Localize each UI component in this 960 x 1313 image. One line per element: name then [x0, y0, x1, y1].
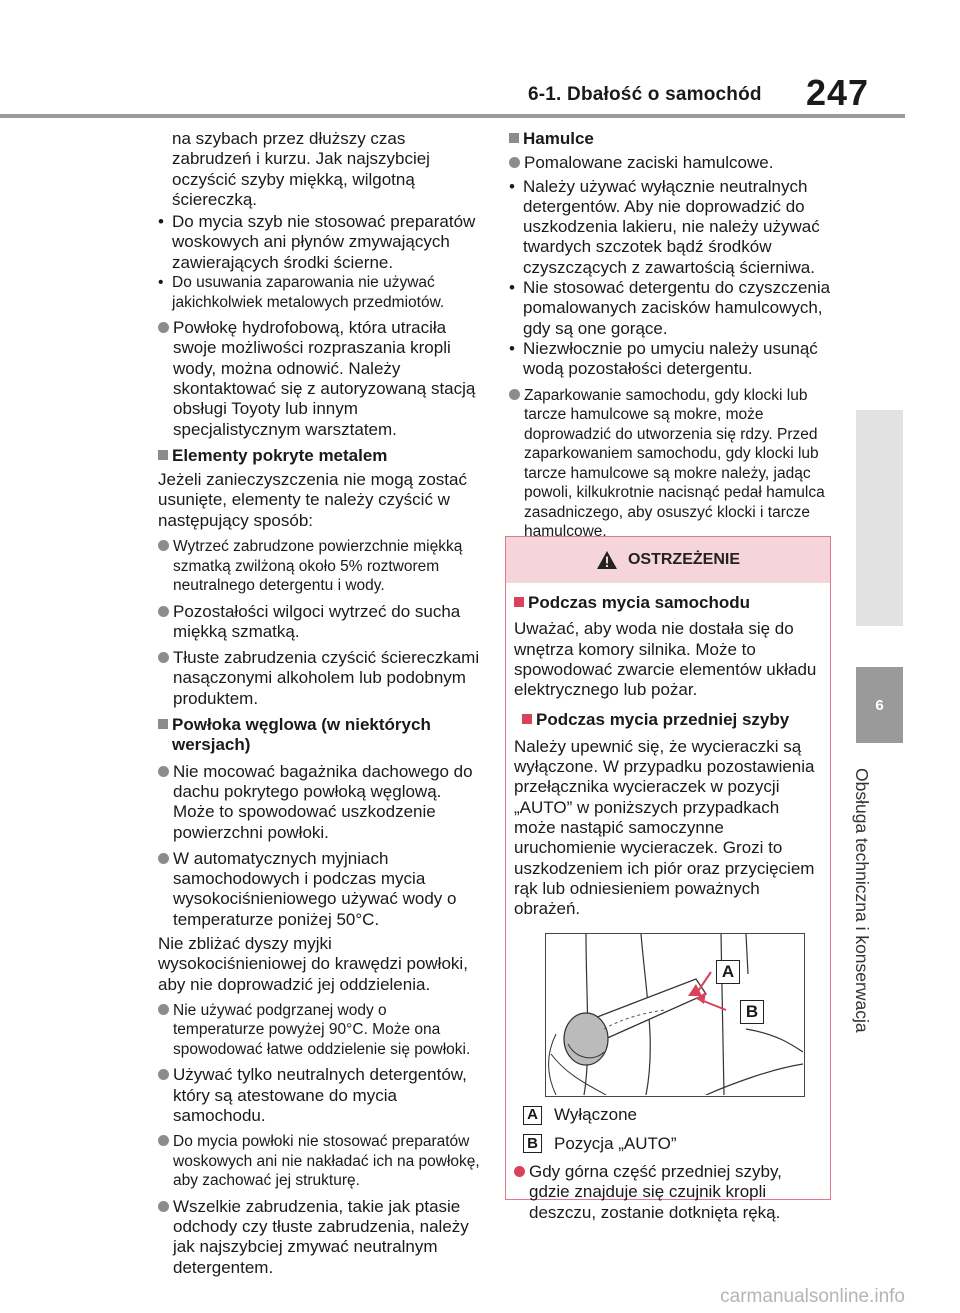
left-column: na szybach przez dłuższy czas zabrudzeń … — [158, 129, 480, 1281]
bullet-item: •Nie stosować detergentu do czyszczenia … — [509, 278, 831, 338]
bullet-dot-icon — [158, 652, 169, 664]
bullet-dot-icon — [158, 1200, 169, 1212]
warning-heading: Podczas mycia przedniej szyby — [514, 710, 823, 730]
square-marker-icon — [158, 449, 168, 460]
paragraph: na szybach przez dłuższy czas zabrudzeń … — [172, 129, 430, 209]
square-marker-icon — [158, 719, 168, 730]
bullet-dot-icon — [158, 1069, 169, 1081]
square-marker-icon — [522, 714, 532, 725]
header-rule — [0, 114, 905, 118]
label-b: B — [740, 1000, 764, 1025]
footer-watermark: carmanualsonline.info — [720, 1286, 905, 1307]
square-marker-icon — [509, 133, 519, 143]
paragraph: Nie zbliżać dyszy myjki wysokociśnieniow… — [158, 934, 468, 994]
bullet-dot-icon — [158, 1003, 169, 1015]
legend-text-a: Wyłączone — [554, 1105, 637, 1125]
bullet-item: •Należy używać wyłącznie neutralnych det… — [509, 176, 820, 277]
legend-text-b: Pozycja „AUTO” — [554, 1133, 677, 1153]
heading: Hamulce — [509, 129, 834, 149]
page-number: 247 — [806, 72, 870, 113]
bullet-item: •Do mycia szyb nie stosować preparatów w… — [158, 212, 476, 272]
chapter-number-tab: 6 — [856, 667, 903, 743]
legend-item-b: B Pozycja „AUTO” — [523, 1134, 823, 1154]
section-title: 6-1. Dbałość o samochód — [528, 84, 762, 105]
list-item: Do mycia powłoki nie stosować preparatów… — [158, 1132, 480, 1191]
list-item: Nie mocować bagażnika dachowego do dachu… — [158, 762, 480, 843]
warning-heading: Podczas mycia samochodu — [514, 593, 823, 613]
warning-header: OSTRZEŻENIE — [506, 537, 830, 583]
list-item: Nie używać podgrzanej wody o temperaturz… — [158, 1001, 480, 1060]
bullet-dot-icon — [158, 852, 169, 864]
list-item: Wszelkie zabrudzenia, takie jak ptasie o… — [158, 1197, 480, 1278]
list-item: Pomalowane zaciski hamulcowe. — [509, 153, 834, 173]
bullet-dot-icon — [509, 157, 520, 169]
list-item: Wytrzeć zabrudzone powierzchnie miękką s… — [158, 537, 480, 596]
wiper-switch-figure: A B — [545, 933, 805, 1098]
list-item: Używać tylko neutralnych detergentów, kt… — [158, 1065, 480, 1126]
heading: Powłoka węglowa (w niektórych wersjach) — [158, 715, 480, 756]
legend-label-b: B — [523, 1134, 542, 1154]
bullet-dot-icon — [158, 322, 169, 334]
label-a: A — [716, 960, 740, 985]
warning-paragraph: Należy upewnić się, że wycieraczki są wy… — [514, 736, 815, 919]
side-tab-bar — [856, 410, 903, 626]
legend-item-a: A Wyłączone — [523, 1105, 823, 1126]
legend-label-a: A — [523, 1106, 542, 1126]
list-item: W automatycznych myjniach samochodowych … — [158, 849, 480, 930]
list-item: Tłuste zabrudzenia czyścić ściereczkami … — [158, 648, 480, 709]
bullet-item: •Niezwłocznie po umyciu należy usunąć wo… — [509, 338, 818, 379]
warning-paragraph: Uważać, aby woda nie dostała się do wnęt… — [514, 619, 817, 700]
paragraph: Jeżeli zanieczyszczenia nie mogą zostać … — [158, 470, 467, 530]
bullet-item: •Do usuwania zaparowania nie używać jaki… — [158, 274, 445, 311]
list-item: Powłokę hydrofobową, która utraciła swoj… — [158, 318, 480, 440]
wiper-switch-illustration — [548, 934, 804, 1097]
warning-box: OSTRZEŻENIE Podczas mycia samochodu Uważ… — [505, 536, 831, 1222]
bullet-dot-icon — [509, 388, 520, 400]
list-item: Zaparkowanie samochodu, gdy klocki lub t… — [509, 386, 834, 542]
list-item: Pozostałości wilgoci wytrzeć do sucha mi… — [158, 602, 480, 643]
warning-title: OSTRZEŻENIE — [627, 551, 740, 568]
warning-list-item: Gdy górna część przedniej szyby, gdzie z… — [514, 1162, 823, 1223]
bullet-dot-icon — [158, 1135, 169, 1147]
warning-triangle-icon — [596, 551, 617, 569]
bullet-dot-icon — [158, 540, 169, 552]
bullet-dot-icon — [158, 605, 169, 617]
right-column: Hamulce Pomalowane zaciski hamulcowe. •N… — [509, 129, 834, 545]
heading: Elementy pokryte metalem — [158, 446, 480, 466]
bullet-dot-icon — [158, 765, 169, 777]
bullet-dot-icon — [514, 1166, 525, 1178]
square-marker-icon — [514, 597, 524, 607]
